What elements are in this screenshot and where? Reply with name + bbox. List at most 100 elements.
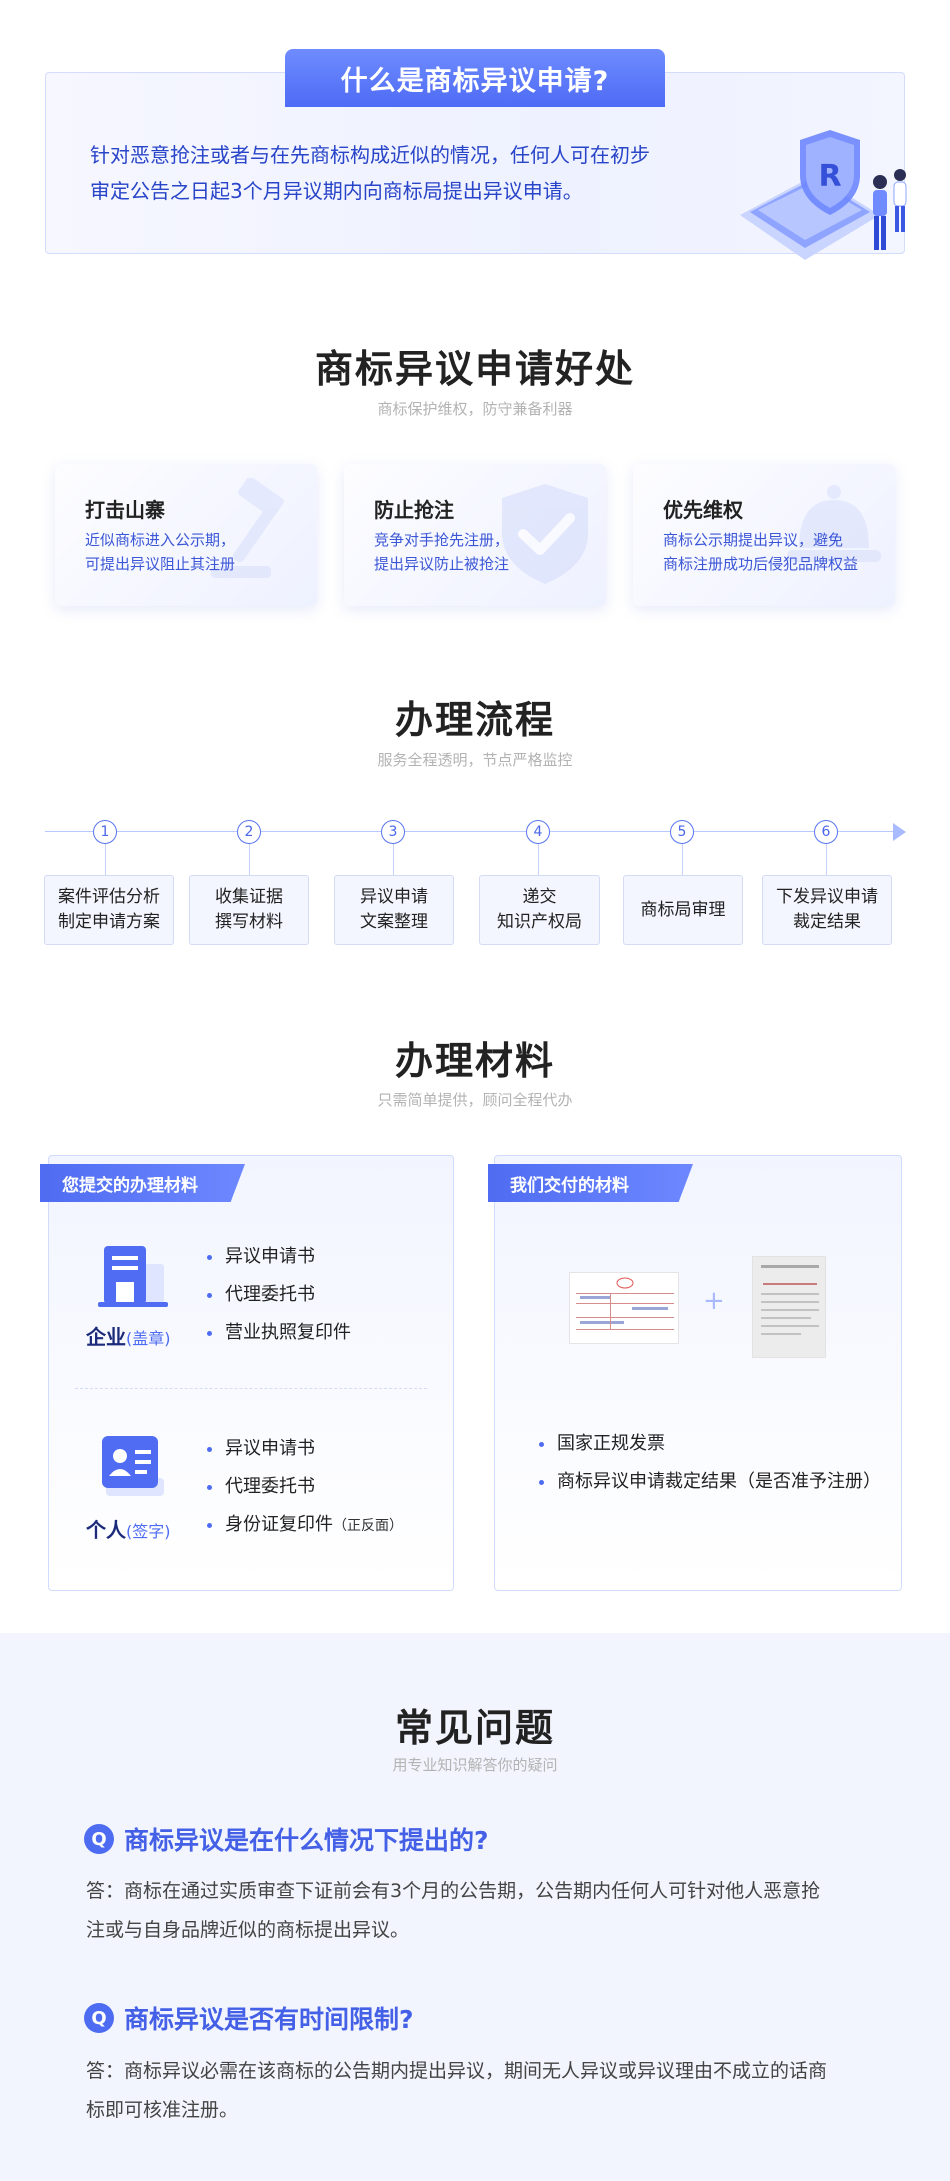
step-number: 5 [670,820,694,844]
step-label-line2: 知识产权局 [497,912,582,932]
benefit-desc-line2: 可提出异议阻止其注册 [85,555,236,573]
faq-answer-line1: 答：商标异议必需在该商标的公告期内提出异议，期间无人异议或异议理由不成立的话商 [86,2060,828,2082]
materials-title: 办理材料 [394,1039,555,1083]
step-connector [105,844,106,878]
benefit-title: 优先维权 [663,498,743,522]
process-step: 案件评估分析 制定申请方案 [44,875,174,945]
client-materials-card [48,1155,454,1591]
list-item: 营业执照复印件 [207,1314,351,1352]
plus-icon: + [703,1286,725,1316]
benefit-desc-line1: 商标公示期提出异议，避免 [663,531,844,549]
faq-answer: 答：商标异议必需在该商标的公告期内提出异议，期间无人异议或异议理由不成立的话商 … [86,2052,886,2130]
step-connector [249,844,250,878]
delivered-materials-card [494,1155,902,1591]
person-label-note: (签字) [126,1522,171,1541]
list-item: 异议申请书 [207,1430,403,1468]
divider [75,1388,427,1389]
step-number: 3 [381,820,405,844]
company-label-note: (盖章) [126,1329,171,1348]
faq-title: 常见问题 [394,1706,555,1750]
benefit-desc: 竞争对手抢先注册， 提出异议防止被抢注 [374,528,594,576]
step-connector [826,844,827,878]
step-number: 2 [237,820,261,844]
question-icon: Q [84,2003,114,2033]
step-connector [393,844,394,878]
step-label-line1: 商标局审理 [640,899,726,920]
faq-answer-line2: 标即可核准注册。 [86,2099,239,2121]
step-connector [682,844,683,878]
faq-subtitle: 用专业知识解答你的疑问 [392,1756,558,1774]
faq-section [0,1633,950,2181]
benefits-subtitle: 商标保护维权，防守兼备利器 [377,400,573,418]
delivered-materials-list: 国家正规发票 商标异议申请裁定结果（是否准予注册） [539,1425,881,1501]
person-label: 个人(签字) [86,1514,196,1543]
list-item-text: 身份证复印件 [225,1514,333,1535]
benefit-card-priority-rights: 优先维权 商标公示期提出异议，避免 商标注册成功后侵犯品牌权益 [633,464,895,606]
faq-question-text: 商标异议是在什么情况下提出的? [124,1826,489,1855]
list-item: 代理委托书 [207,1468,403,1506]
list-item: 商标异议申请裁定结果（是否准予注册） [539,1463,881,1501]
faq-question: Q 商标异议是在什么情况下提出的? [84,1821,489,1857]
step-number: 4 [526,820,550,844]
company-materials-list: 异议申请书 代理委托书 营业执照复印件 [207,1238,351,1352]
process-timeline [45,831,895,832]
list-item: 异议申请书 [207,1238,351,1276]
benefit-title: 防止抢注 [374,498,454,522]
process-step: 异议申请 文案整理 [334,875,454,945]
intro-text-line2: 审定公告之日起3个月异议期内向商标局提出异议申请。 [90,179,583,203]
delivered-materials-tag: 我们交付的材料 [488,1164,693,1202]
process-title: 办理流程 [394,698,555,742]
benefit-card-anti-counterfeit: 打击山寨 近似商标进入公示期， 可提出异议阻止其注册 [55,464,317,606]
list-item: 代理委托书 [207,1276,351,1314]
step-label-line1: 下发异议申请 [776,887,878,907]
step-label-line1: 异议申请 [360,887,428,907]
step-label-line1: 收集证据 [215,887,283,907]
process-step: 下发异议申请 裁定结果 [762,875,892,945]
process-subtitle: 服务全程透明，节点严格监控 [377,751,573,769]
step-label-line2: 制定申请方案 [58,912,160,932]
step-label-line1: 递交 [522,887,557,907]
company-label: 企业(盖章) [86,1321,196,1350]
step-label-line2: 文案整理 [360,912,428,932]
step-label-line2: 裁定结果 [793,912,861,932]
question-icon: Q [84,1824,114,1854]
intro-title: 什么是商标异议申请? [285,49,665,107]
invoice-image [569,1272,679,1344]
list-item-note: （正反面） [333,1518,403,1534]
company-label-text: 企业 [86,1325,126,1349]
client-materials-tag: 您提交的办理材料 [40,1164,245,1202]
faq-answer: 答：商标在通过实质审查下证前会有3个月的公告期，公告期内任何人可针对他人恶意抢 … [86,1872,886,1950]
benefit-desc-line1: 竞争对手抢先注册， [374,531,510,549]
step-connector [538,844,539,878]
faq-question: Q 商标异议是否有时间限制? [84,2000,414,2036]
timeline-arrow-icon [893,823,906,841]
process-step: 收集证据 撰写材料 [189,875,309,945]
trademark-shield-illustration-icon: R [730,120,920,280]
process-step: 递交 知识产权局 [479,875,600,945]
faq-question-text: 商标异议是否有时间限制? [124,2005,414,2034]
building-icon [98,1244,168,1308]
id-card-icon [100,1436,166,1498]
benefit-desc-line1: 近似商标进入公示期， [85,531,236,549]
benefit-desc-line2: 提出异议防止被抢注 [374,555,510,573]
person-label-text: 个人 [86,1518,126,1542]
benefit-desc: 近似商标进入公示期， 可提出异议阻止其注册 [85,528,305,576]
benefit-title: 打击山寨 [85,498,165,522]
materials-subtitle: 只需简单提供，顾问全程代办 [377,1091,573,1109]
step-label-line1: 案件评估分析 [58,887,160,907]
intro-text: 针对恶意抢注或者与在先商标构成近似的情况，任何人可在初步 审定公告之日起3个月异… [90,137,730,209]
benefit-card-anti-squatting: 防止抢注 竞争对手抢先注册， 提出异议防止被抢注 [344,464,606,606]
intro-text-line1: 针对恶意抢注或者与在先商标构成近似的情况，任何人可在初步 [90,143,650,167]
list-item: 国家正规发票 [539,1425,881,1463]
benefits-title: 商标异议申请好处 [314,347,635,391]
person-materials-list: 异议申请书 代理委托书 身份证复印件（正反面） [207,1430,403,1545]
benefit-desc-line2: 商标注册成功后侵犯品牌权益 [663,555,859,573]
process-step: 商标局审理 [623,875,743,945]
faq-answer-line2: 注或与自身品牌近似的商标提出异议。 [86,1919,410,1941]
bell-icon [787,485,881,562]
gavel-icon [211,478,284,578]
step-number: 1 [93,820,117,844]
svg-text:R: R [818,159,841,194]
list-item: 身份证复印件（正反面） [207,1506,403,1545]
step-number: 6 [814,820,838,844]
